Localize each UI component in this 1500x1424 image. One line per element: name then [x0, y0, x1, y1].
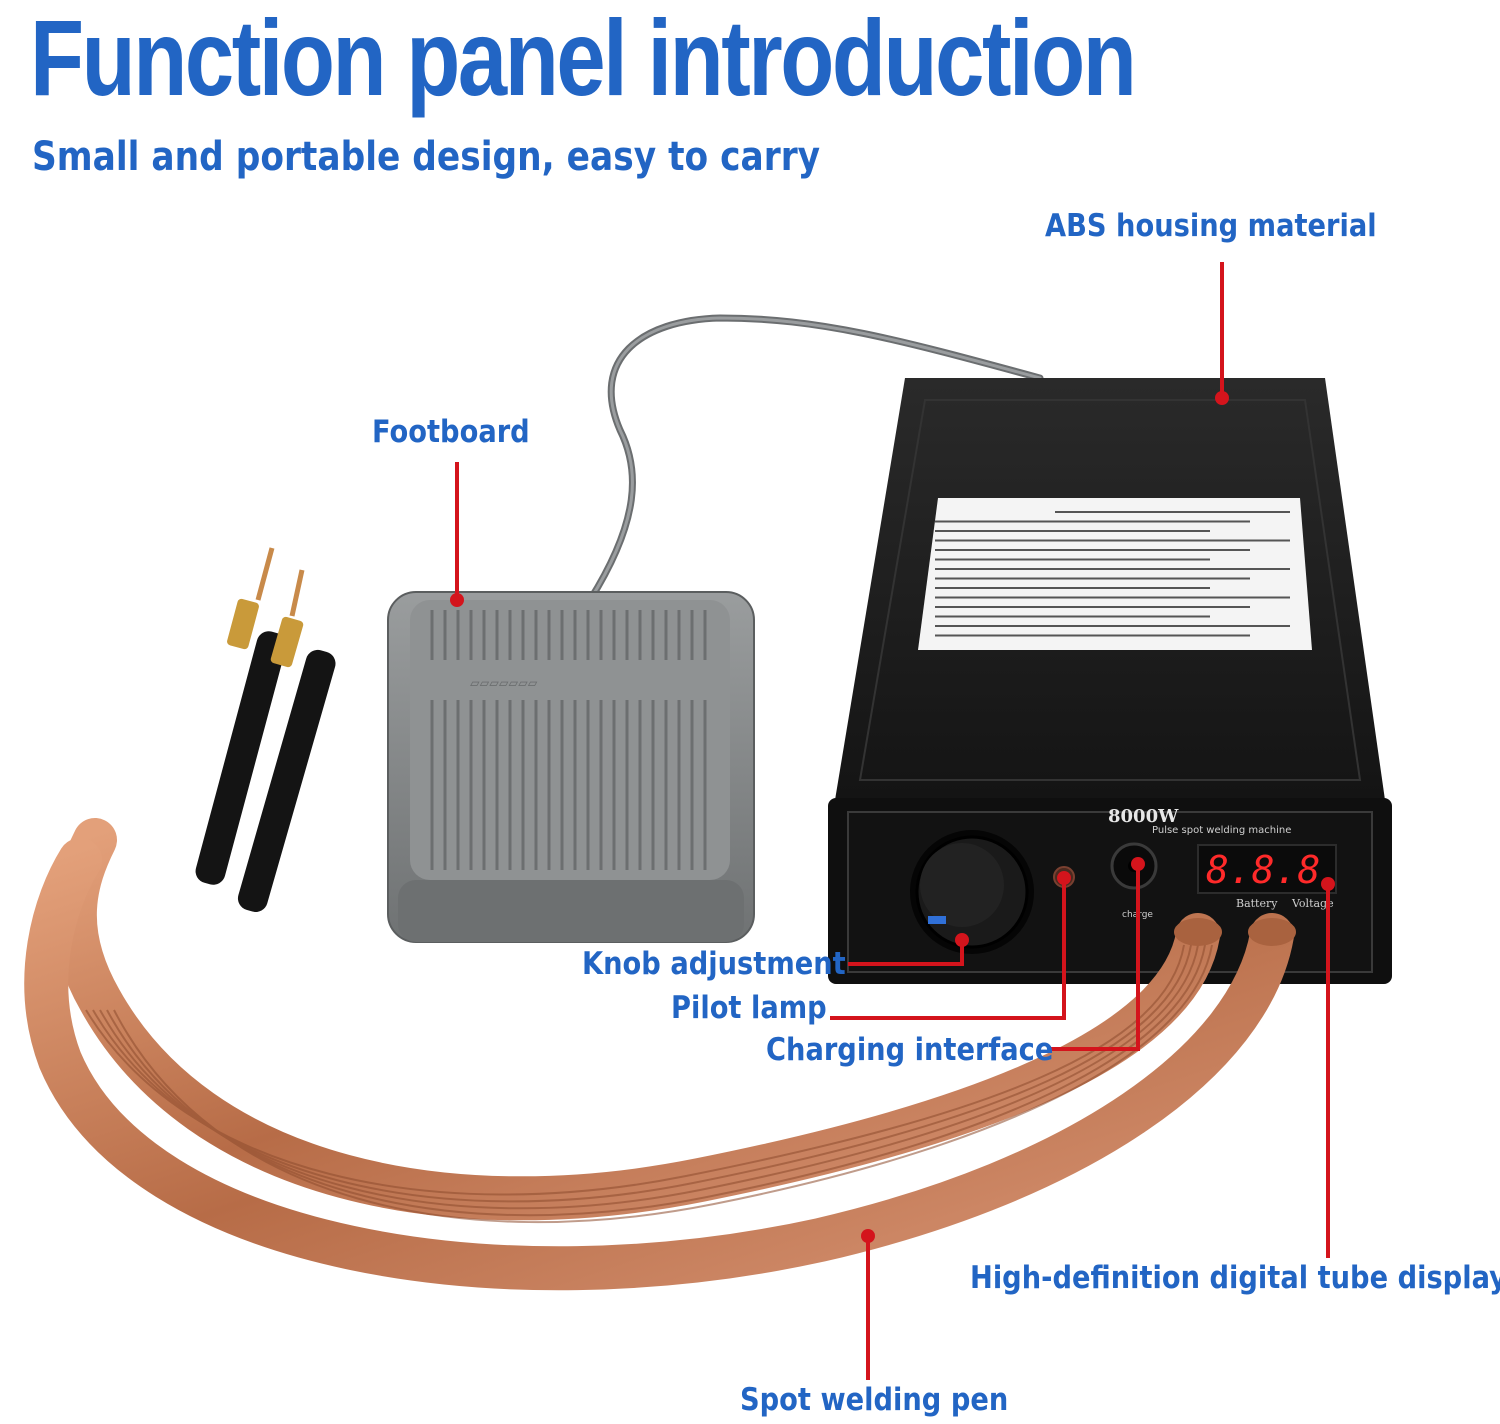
leader-knob: [848, 942, 964, 966]
model-label: Pulse spot welding machine: [1152, 825, 1291, 836]
digital-display: [1197, 844, 1337, 894]
callout-spot-welding-pen: Spot welding pen: [740, 1382, 1009, 1418]
copper-cable-1: [52, 818, 1220, 1221]
callout-abs-housing: ABS housing material: [1045, 208, 1377, 244]
page-subtitle: Small and portable design, easy to carry: [32, 134, 821, 180]
leader-lines: [455, 262, 1330, 1380]
page-title: Function panel introduction: [30, 0, 1137, 118]
power-label: 8000W: [1108, 806, 1179, 827]
pedal-embossed-text: ▱▱▱▱▱▱▱: [470, 673, 538, 692]
callout-footboard: Footboard: [372, 414, 530, 450]
port-voltage-label: Voltage: [1291, 897, 1334, 910]
callout-charging-interface: Charging interface: [766, 1032, 1054, 1068]
callout-digital-display: High-definition digital tube display: [970, 1260, 1500, 1296]
display-digits: 8.8.8: [1206, 848, 1320, 892]
welding-pen-left: [195, 547, 287, 885]
callout-knob-adjustment: Knob adjustment: [582, 946, 846, 982]
leader-charging: [1048, 864, 1140, 1051]
leader-pilot: [830, 878, 1066, 1020]
footboard-pedal: [387, 591, 755, 943]
leader-dots: [450, 391, 1335, 1243]
callout-pilot-lamp: Pilot lamp: [671, 990, 827, 1026]
port-battery-label: Battery: [1236, 897, 1278, 910]
welding-pen-right: [237, 569, 336, 913]
copper-cable-2: [24, 838, 1294, 1291]
pedal-ribs: [430, 610, 707, 870]
instruction-sticker: [918, 498, 1312, 650]
